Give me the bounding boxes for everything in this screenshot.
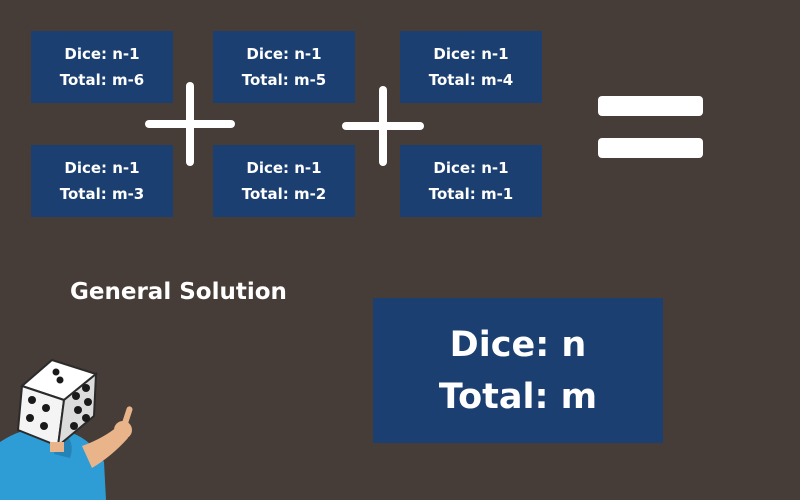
general-dice-label: Dice: n — [449, 324, 587, 365]
general-solution-box: Dice: n Total: m — [373, 298, 663, 443]
general-solution-title: General Solution — [70, 279, 287, 305]
term-dice-label: Dice: n-1 — [433, 45, 509, 63]
term-box-5: Dice: n-1 Total: m-2 — [213, 145, 355, 217]
term-box-1: Dice: n-1 Total: m-6 — [31, 31, 173, 103]
term-dice-label: Dice: n-1 — [246, 159, 322, 177]
term-dice-label: Dice: n-1 — [246, 45, 322, 63]
term-dice-label: Dice: n-1 — [64, 45, 140, 63]
general-total-label: Total: m — [438, 376, 598, 417]
plus-icon — [145, 82, 235, 166]
dice-head-person-illustration — [0, 358, 133, 500]
term-total-label: Total: m-6 — [59, 71, 145, 89]
term-dice-label: Dice: n-1 — [433, 159, 509, 177]
term-box-4: Dice: n-1 Total: m-3 — [31, 145, 173, 217]
term-total-label: Total: m-1 — [428, 185, 514, 203]
plus-icon — [342, 86, 424, 166]
equals-icon — [598, 96, 703, 158]
term-box-2: Dice: n-1 Total: m-5 — [213, 31, 355, 103]
term-total-label: Total: m-3 — [59, 185, 145, 203]
term-total-label: Total: m-4 — [428, 71, 514, 89]
term-total-label: Total: m-2 — [241, 185, 327, 203]
dice-icon — [16, 358, 99, 449]
term-box-3: Dice: n-1 Total: m-4 — [400, 31, 542, 103]
term-box-6: Dice: n-1 Total: m-1 — [400, 145, 542, 217]
term-dice-label: Dice: n-1 — [64, 159, 140, 177]
term-total-label: Total: m-5 — [241, 71, 327, 89]
